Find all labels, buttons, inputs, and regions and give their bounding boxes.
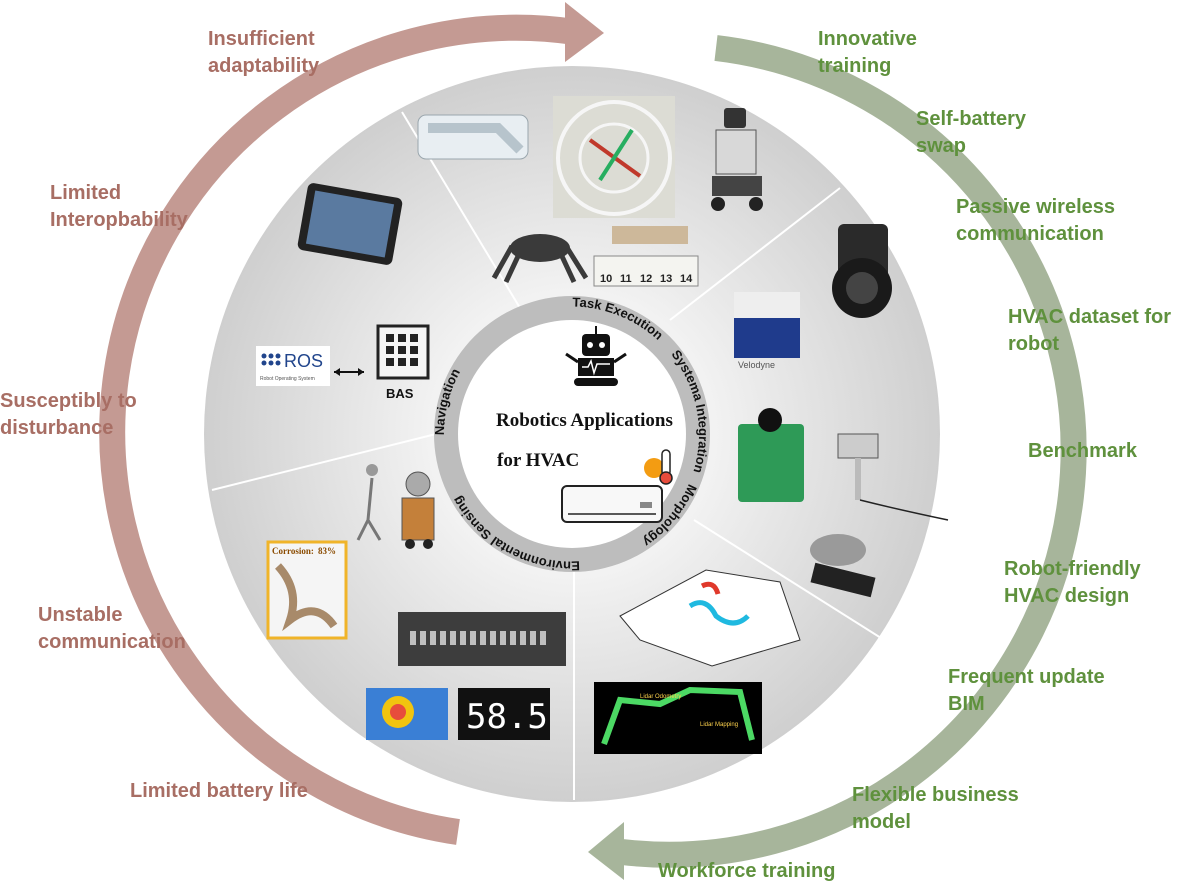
center-title-line1: Robotics Applications xyxy=(496,410,673,431)
duct-cleaning-image xyxy=(398,612,566,666)
opportunity-label: Flexible business model xyxy=(852,784,1019,833)
challenge-label: Unstable communication xyxy=(38,604,186,653)
challenge-arrow xyxy=(99,14,577,845)
anemometer-image xyxy=(837,433,949,521)
ruler-image: 10 11 12 13 14 xyxy=(593,226,699,287)
ruler-number: 12 xyxy=(640,273,652,285)
wheeled-robot-image xyxy=(711,108,763,211)
corrosion-image: Corrosion: 83% xyxy=(266,540,348,640)
pipe-robot-image xyxy=(417,114,529,160)
robot-icon xyxy=(565,326,627,386)
ros-bas-link-arrow xyxy=(334,368,364,376)
lidar-map-image: Lidar Odometry Lidar Mapping xyxy=(594,682,762,754)
ruler-number: 13 xyxy=(660,273,672,285)
opportunity-label: Benchmark xyxy=(1028,440,1137,462)
thermal-reading-image: 58.5 xyxy=(366,688,550,740)
navigation-map-image xyxy=(619,569,801,667)
ruler-number: 10 xyxy=(600,273,612,285)
center-title-line2: for HVAC xyxy=(497,450,580,471)
opportunity-label: Innovative training xyxy=(818,28,917,77)
ruler-number: 11 xyxy=(620,273,632,285)
opportunity-arrow-head xyxy=(588,822,624,880)
sensor-board-image xyxy=(738,408,804,502)
ros-subtitle: Robot Operating System xyxy=(260,376,315,382)
tablet-image xyxy=(297,183,403,265)
ros-label: ROS xyxy=(284,351,323,371)
challenge-label: Limited battery life xyxy=(130,780,308,802)
bas-building-icon: BAS xyxy=(376,324,430,401)
lidar-image: Velodyne xyxy=(734,292,800,370)
cage-robot-image xyxy=(553,96,675,218)
opportunity-label: Robot-friendly HVAC design xyxy=(1004,558,1141,607)
corrosion-percent: 83% xyxy=(318,546,336,556)
ros-logo: ROS Robot Operating System xyxy=(256,346,330,386)
opportunity-label: Frequent update BIM xyxy=(948,666,1105,715)
challenge-label: Limited Interopbability xyxy=(50,182,188,231)
opportunity-label: Self-battery swap xyxy=(916,108,1027,157)
spider-robot-image xyxy=(491,234,589,284)
ruler-number: 14 xyxy=(680,273,693,285)
opportunity-label: Workforce training xyxy=(658,860,836,882)
air-conditioner-icon xyxy=(561,485,663,523)
challenge-label: Insufficient adaptability xyxy=(208,28,320,77)
opportunity-arrow xyxy=(620,35,1087,868)
thermometer-sun-icon xyxy=(644,449,673,485)
camera-image xyxy=(832,224,892,318)
corrosion-label: Corrosion: xyxy=(272,546,314,556)
opportunity-label: Passive wireless communication xyxy=(956,196,1116,245)
opportunity-label: HVAC dataset for robot xyxy=(1008,306,1171,355)
lidar-mapping-label: Lidar Mapping xyxy=(700,722,738,728)
gas-sensor-image xyxy=(810,534,876,598)
challenge-label: Susceptibly to disturbance xyxy=(0,390,137,439)
temperature-reading: 58.5 xyxy=(466,697,548,737)
velodyne-label: Velodyne xyxy=(738,360,775,370)
lidar-odometry-label: Lidar Odometry xyxy=(640,694,681,700)
bas-label: BAS xyxy=(386,386,414,401)
service-robot-image xyxy=(356,464,435,549)
challenge-arrow-head xyxy=(565,2,604,62)
